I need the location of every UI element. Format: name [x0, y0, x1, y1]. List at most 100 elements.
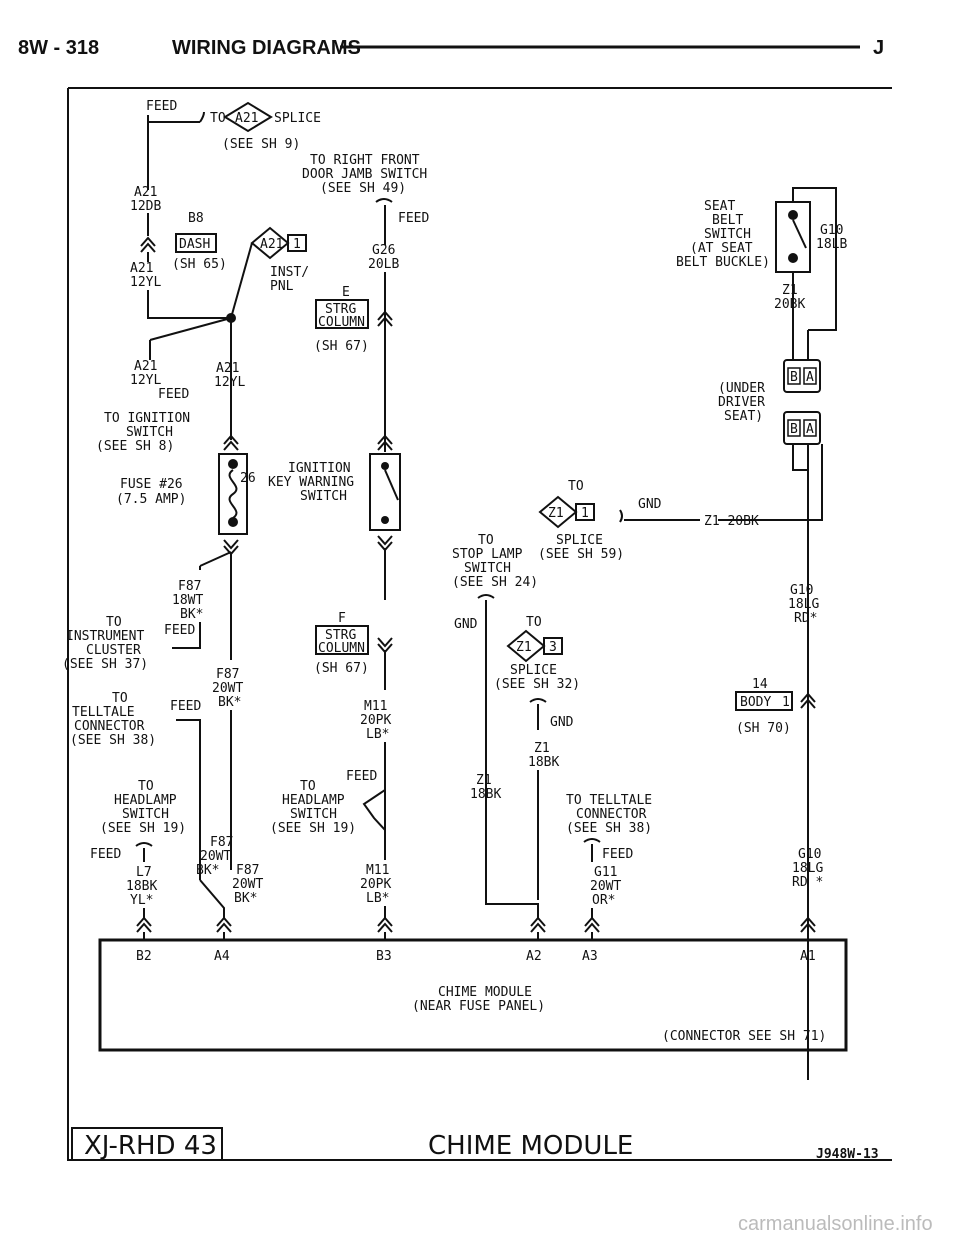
header-section: WIRING DIAGRAMS	[172, 37, 361, 59]
seat-dot-top	[788, 210, 798, 220]
label-sh67: (SH 67)	[314, 339, 369, 354]
label-pin-b3: B3	[376, 949, 392, 964]
label-pnl: PNL	[270, 279, 294, 294]
label-to-gnd: TO	[568, 479, 584, 494]
label-f87-c: F87	[210, 835, 233, 850]
label-pin1: 1	[293, 237, 301, 252]
label-gnd-b: GND	[550, 715, 574, 730]
label-pin-a2: A2	[526, 949, 542, 964]
label-pin-b2: B	[790, 422, 798, 437]
label-pin-a2: A	[806, 422, 814, 437]
label-ign-switch: SWITCH	[126, 425, 173, 440]
label-to-head1: TO	[138, 779, 154, 794]
strg-column-box	[315, 299, 369, 329]
label-to-z13: TO	[526, 615, 542, 630]
label-pin-a1: A1	[800, 949, 816, 964]
footer-figure-id: J948W-13	[816, 1147, 879, 1162]
label-sh65: (SH 65)	[172, 257, 227, 272]
connector-b3	[377, 916, 393, 933]
label-z1-c-g: 18BK	[470, 787, 501, 802]
label-to-inst4: (SEE SH 37)	[62, 657, 148, 672]
label-to-a21: TO	[210, 111, 226, 126]
label-splice: SPLICE	[274, 111, 321, 126]
label-feed-g26: FEED	[398, 211, 429, 226]
wire-tell-feed	[176, 719, 201, 880]
label-e: E	[342, 285, 350, 300]
label-feed-b: FEED	[158, 387, 189, 402]
connector-b8	[140, 236, 156, 253]
label-splice-sh59a: SPLICE	[556, 533, 603, 548]
label-to-right-front: TO RIGHT FRONT	[310, 153, 420, 168]
footer-title: CHIME MODULE	[428, 1131, 633, 1161]
ign-dot-top	[381, 462, 389, 470]
label-g10-bot: G10	[798, 847, 821, 862]
label-g26-gauge: 20LB	[368, 257, 399, 272]
under-seat-connector-b	[783, 411, 821, 445]
label-a21-left: A21	[134, 185, 157, 200]
label-b8: B8	[188, 211, 204, 226]
label-seat3: SWITCH	[704, 227, 751, 242]
label-see-sh8: (SEE SH 8)	[96, 439, 174, 454]
pin-b2-box	[787, 419, 801, 437]
frame-left-bottom	[67, 88, 892, 1161]
splice-diamond-a21	[223, 101, 273, 133]
wire-a21-1	[230, 242, 253, 319]
label-to-tell-b2: CONNECTOR	[576, 807, 647, 822]
wire-z1-under	[792, 444, 808, 471]
label-see-sh49: (SEE SH 49)	[320, 181, 406, 196]
label-m11-a-c: LB*	[366, 727, 389, 742]
fuse-dot-top	[228, 459, 238, 469]
label-splice-sh59b: (SEE SH 59)	[538, 547, 624, 562]
pin-box-z13	[543, 637, 563, 655]
label-inst: INST/	[270, 265, 309, 280]
label-f87-c-c: BK*	[196, 863, 219, 878]
label-chime2: (NEAR FUSE PANEL)	[412, 999, 545, 1014]
label-a21-yl: A21	[130, 261, 153, 276]
label-z1-b: Z1	[534, 741, 550, 756]
label-seat5: BELT BUCKLE)	[676, 255, 770, 270]
label-to-inst3: CLUSTER	[86, 643, 141, 658]
label-feed-inst: FEED	[164, 623, 195, 638]
label-z13: Z1	[516, 640, 532, 655]
label-to-tell1: TO	[112, 691, 128, 706]
label-to-inst2: INSTRUMENT	[66, 629, 144, 644]
wire-break-gnd	[619, 509, 623, 523]
label-seat2: BELT	[712, 213, 743, 228]
label-fuse: FUSE #26	[120, 477, 183, 492]
label-body: BODY	[740, 695, 771, 710]
label-to-head2: HEADLAMP	[114, 793, 177, 808]
label-sh67b: (SH 67)	[314, 661, 369, 676]
label-feed-head-b: FEED	[346, 769, 377, 784]
header-page: 8W - 318	[18, 37, 99, 59]
wire-break-g11	[583, 838, 601, 843]
watermark: carmanualsonline.info	[738, 1213, 933, 1235]
label-to-head-b3: SWITCH	[290, 807, 337, 822]
pin-box-z1	[575, 503, 595, 521]
wire-f87-c	[199, 879, 225, 918]
label-g10-top: G10	[820, 223, 843, 238]
label-feed-top: FEED	[146, 99, 177, 114]
connector-body	[800, 692, 816, 709]
connector-a3	[584, 916, 600, 933]
label-a21-12db: 12DB	[130, 199, 161, 214]
wire-break-z1	[529, 698, 547, 703]
label-f87-d: F87	[236, 863, 259, 878]
label-strg2: STRG	[325, 628, 356, 643]
label-see-sh9: (SEE SH 9)	[222, 137, 300, 152]
label-pin-a4: A4	[214, 949, 230, 964]
label-f87-c-g: 20WT	[200, 849, 231, 864]
connector-a1	[800, 916, 816, 933]
label-z1-b-g: 18BK	[528, 755, 559, 770]
wire-break	[199, 111, 205, 123]
label-ign2: KEY WARNING	[268, 475, 354, 490]
seat-switch-blade	[792, 219, 807, 249]
footer-model: XJ-RHD 43	[84, 1131, 217, 1161]
label-to-head-b1: TO	[300, 779, 316, 794]
label-g10-mid-c: RD*	[794, 611, 817, 626]
ign-switch-blade	[384, 469, 399, 501]
label-l7: L7	[136, 865, 152, 880]
label-g10-mid: G10	[790, 583, 813, 598]
label-f87-a-c: BK*	[180, 607, 203, 622]
fuse-box	[218, 453, 248, 535]
pin-a2-box	[803, 419, 817, 437]
